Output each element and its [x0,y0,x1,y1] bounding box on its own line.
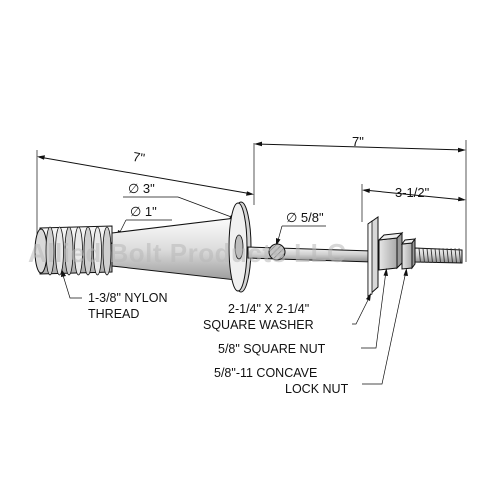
square-nut [377,231,404,271]
thread-ridge [45,226,55,276]
dimension-dia-rod: ∅ 5/8" [276,210,326,246]
nylon-thread-label-line2: THREAD [88,307,139,321]
rod-thread-ridge [422,248,425,263]
thread-ridge [64,226,74,276]
thread-ridge [55,226,64,276]
rod-thread-ridge [454,248,457,263]
dia-cone-label: ∅ 3" [128,181,155,196]
threaded-rod-end [414,247,463,264]
lock-nut-label-line2: LOCK NUT [285,382,349,396]
thread-ridge [83,226,93,276]
dimension-left-length: 7" [36,143,255,246]
square-washer [367,216,379,298]
square-nut-label: 5/8" SQUARE NUT [218,342,326,356]
callout-leaders [61,268,408,385]
dim-thread-length-label: 3-1/2" [395,185,430,200]
dim-right-length-label: 7" [352,134,364,149]
rod-thread-ridge [438,248,441,263]
thread-ridge [102,226,112,276]
rod-thread-ridge [418,248,421,263]
nylon-thread-body [34,225,113,276]
lock-nut-label-line1: 5/8"-11 CONCAVE [214,366,317,380]
rod-thread-ridge [426,248,429,263]
rod-cross-section [268,243,286,261]
thread-ridges [45,226,112,276]
dia-shank-label: ∅ 1" [130,204,157,219]
rod-thread-ridge [450,248,453,263]
concave-lock-nut [400,237,417,270]
rod-thread-ridge [458,248,461,263]
dimension-thread-length: 3-1/2" [361,184,466,222]
thread-ridge [93,226,102,276]
rod-thread-ridges [418,248,461,263]
washer-label-line2: SQUARE WASHER [203,318,314,332]
dim-left-length-label: 7" [132,149,147,166]
rod-thread-ridge [430,248,433,263]
round-washer-plate [228,201,252,293]
dia-rod-label: ∅ 5/8" [286,210,324,225]
nylon-thread-label-line1: 1-3/8" NYLON [88,291,167,305]
company-watermark: Allied Bolt Products LLC [28,238,346,268]
rod-thread-ridge [434,248,437,263]
washer-label-line1: 2-1/4" X 2-1/4" [228,302,309,316]
thread-ridge [74,226,83,276]
rod-thread-ridge [446,248,449,263]
rod-thread-ridge [442,248,445,263]
dimension-right-length: 7" [254,134,467,262]
dimension-dia-cone: ∅ 3" [123,181,237,220]
